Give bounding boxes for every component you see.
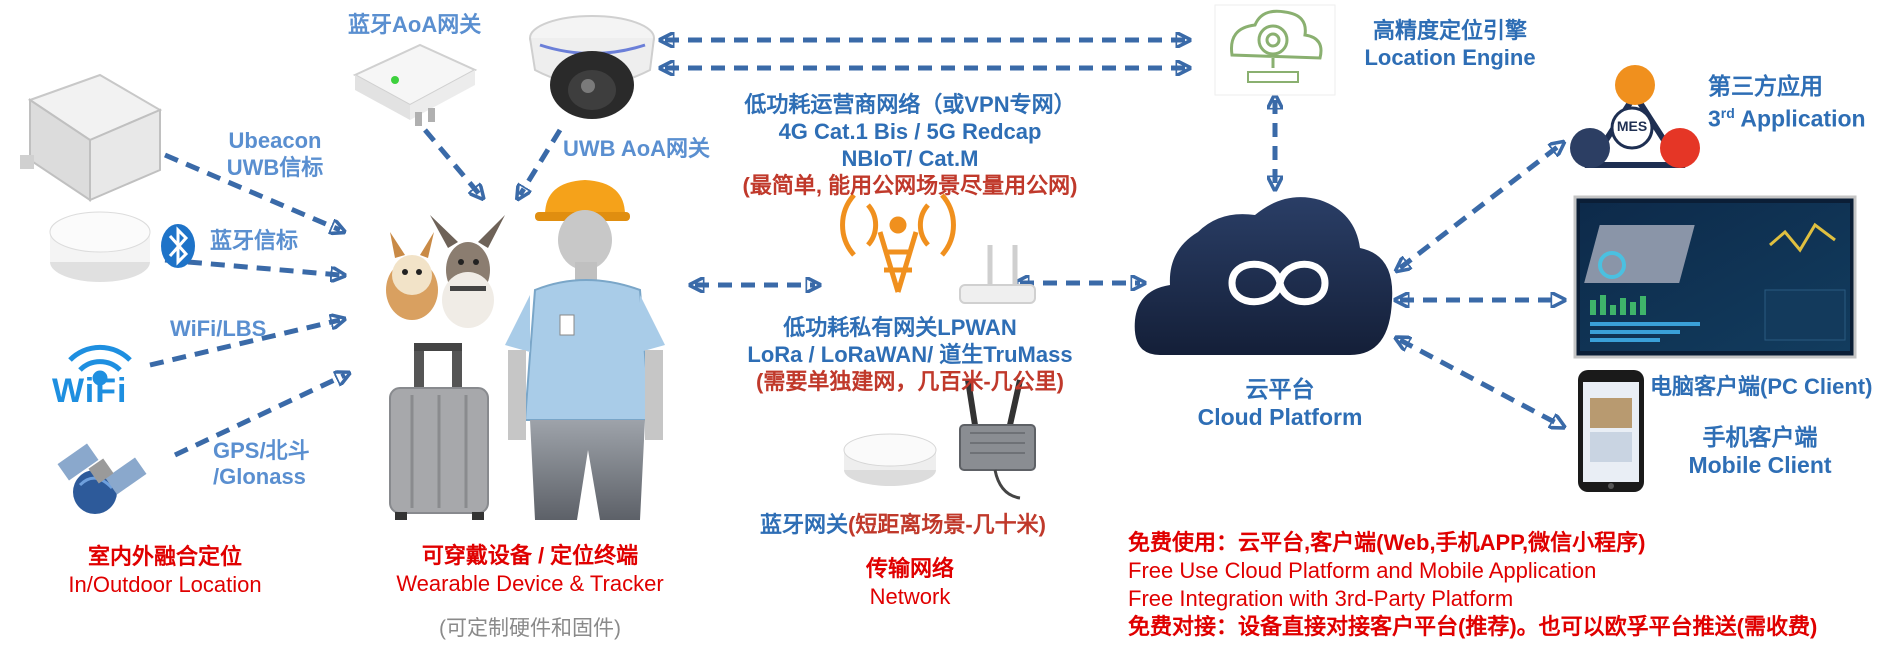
pc-client-label: 电脑客户端(PC Client) xyxy=(1650,374,1873,399)
operator-network-line1: 低功耗运营商网络（或VPN专网） xyxy=(744,92,1076,117)
ble-beacon-label: 蓝牙信标 xyxy=(210,228,299,253)
arrow-uwb-down xyxy=(520,128,563,195)
private-gateway-line2: LoRa / LoRaWAN/ 道生TruMass xyxy=(747,342,1073,367)
location-engine-icon xyxy=(1214,4,1336,96)
operator-network-line2: 4G Cat.1 Bis / 5G Redcap xyxy=(778,119,1042,144)
positioning-title: 室内外融合定位 xyxy=(87,544,242,569)
gps-label-line1: GPS/北斗 xyxy=(213,438,310,463)
arrow-wifi xyxy=(149,320,340,368)
antenna-tower-icon xyxy=(840,193,956,293)
uwb-beacon-label: UWB信标 xyxy=(226,155,324,180)
ble-gateway-note: (短距离场景-几十米) xyxy=(848,512,1046,537)
bluetooth-icon xyxy=(161,224,195,268)
arrow-gps xyxy=(173,375,345,458)
ubeacon-label: Ubeacon xyxy=(228,128,322,153)
mobile-phone-image xyxy=(1578,370,1644,492)
industrial-gateway-icon xyxy=(959,379,1036,500)
ble-gateway-label: 蓝牙网关 xyxy=(760,512,849,537)
location-engine-title-en: Location Engine xyxy=(1364,45,1536,70)
private-gateway-line1: 低功耗私有网关LPWAN xyxy=(783,315,1017,340)
mobile-client-title-en: Mobile Client xyxy=(1688,452,1832,478)
uwb-aoa-camera-icon xyxy=(529,15,655,119)
transport-title: 传输网络 xyxy=(865,556,954,581)
gps-label-line2: /Glonass xyxy=(213,464,306,489)
location-engine-title-cn: 高精度定位引擎 xyxy=(1372,18,1527,43)
free-info-line2: Free Use Cloud Platform and Mobile Appli… xyxy=(1128,558,1597,583)
private-gateway-line3: (需要单独建网，几百米-几公里) xyxy=(756,369,1064,394)
positioning-subtitle: In/Outdoor Location xyxy=(68,572,262,597)
arrow-aoa-down xyxy=(423,128,480,195)
ble-beacon-device-icon xyxy=(49,211,151,282)
worker-figure-image xyxy=(505,180,665,520)
third-party-title-en-suffix: Application xyxy=(1734,105,1866,132)
cloud-title-cn: 云平台 xyxy=(1245,376,1315,402)
pc-dashboard-image xyxy=(1573,195,1857,359)
operator-network-line3: NBIoT/ Cat.M xyxy=(841,146,979,171)
satellite-icon xyxy=(57,443,147,514)
cloud-title-en: Cloud Platform xyxy=(1197,404,1363,430)
arrows xyxy=(149,40,1560,458)
free-info-line3: Free Integration with 3rd-Party Platform xyxy=(1128,586,1514,611)
uwb-aoa-gateway-label: UWB AoA网关 xyxy=(563,136,711,161)
arrow-cloud-thirdparty xyxy=(1400,145,1560,268)
free-info-line4: 免费对接：设备直接对接客户平台(推荐)。也可以欧孚平台推送(需收费) xyxy=(1128,614,1818,639)
third-party-title-en: 3rd Application xyxy=(1708,99,1866,133)
third-party-title-cn: 第三方应用 xyxy=(1708,73,1823,99)
mes-label: MES xyxy=(1616,118,1648,134)
cloud-platform-icon xyxy=(1134,197,1393,355)
ubeacon-device-icon xyxy=(20,73,163,202)
aoa-gateway-label: 蓝牙AoA网关 xyxy=(348,12,482,37)
transport-subtitle: Network xyxy=(869,584,951,609)
wifi-logo-text: WiFi xyxy=(52,372,128,410)
arrow-ubeacon xyxy=(164,152,340,230)
arrow-cloud-mobile xyxy=(1400,340,1560,425)
mes-diagram-icon xyxy=(1570,65,1700,168)
wearable-note: (可定制硬件和固件) xyxy=(439,617,621,640)
third-party-title-en-sup: rd xyxy=(1720,105,1735,121)
wearable-title: 可穿戴设备 / 定位终端 xyxy=(421,543,639,568)
lpwan-router-icon xyxy=(959,245,1036,304)
free-info-line1: 免费使用：云平台,客户端(Web,手机APP,微信小程序) xyxy=(1128,530,1646,555)
arrow-ble-beacon xyxy=(164,257,340,275)
wearable-subtitle: Wearable Device & Tracker xyxy=(396,571,664,596)
ble-gateway-caption: 蓝牙网关(短距离场景-几十米) xyxy=(760,512,1046,538)
aoa-gateway-device-icon xyxy=(352,43,478,126)
luggage-image xyxy=(389,343,489,520)
operator-network-line4: (最简单, 能用公网场景尽量用公网) xyxy=(742,173,1078,198)
wifi-lbs-label: WiFi/LBS xyxy=(170,316,267,341)
wifi-icon xyxy=(68,344,132,386)
third-party-title-en-prefix: 3 xyxy=(1708,105,1721,132)
pet-dogs-image xyxy=(386,215,505,328)
mobile-client-title-cn: 手机客户端 xyxy=(1702,424,1818,450)
ble-gateway-puck-icon xyxy=(843,433,937,486)
